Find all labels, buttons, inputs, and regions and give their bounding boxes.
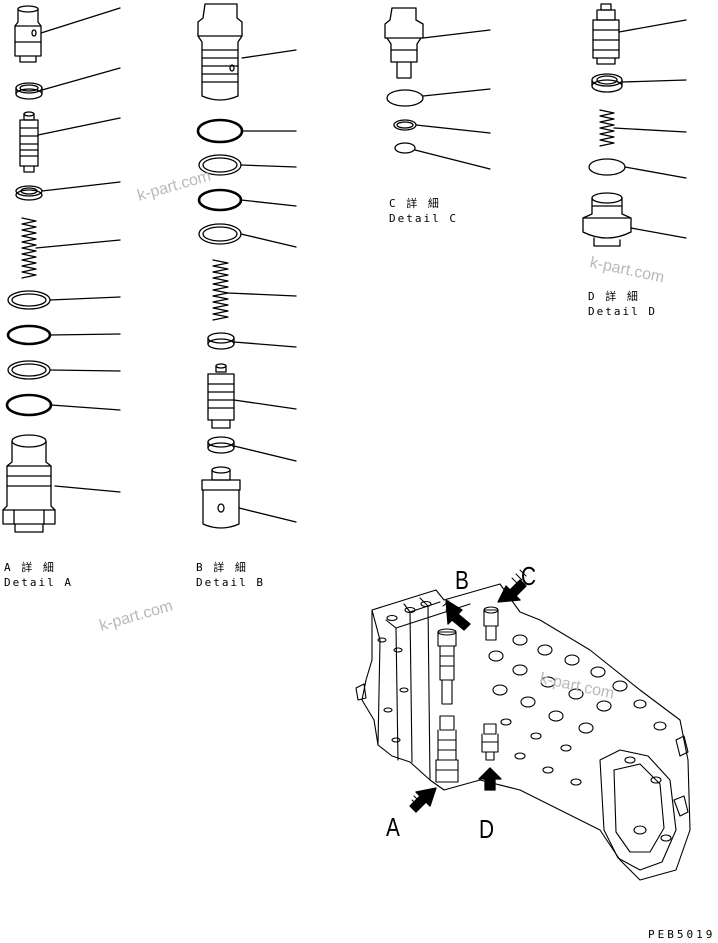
arrow-a (409, 787, 437, 813)
view-letter-d: D (479, 814, 495, 844)
detail-d-label-jp: D 詳 細 (588, 290, 640, 303)
arrow-b (442, 599, 471, 631)
detail-c-rings (386, 88, 491, 170)
detail-a-rings (5, 290, 121, 417)
detail-a-ring-1 (15, 181, 121, 201)
view-letter-a: A (386, 812, 400, 842)
detail-b-label-jp: B 詳 細 (196, 561, 248, 574)
detail-b-label-en: Detail B (196, 576, 265, 589)
view-letter-b: B (455, 565, 469, 595)
detail-d-parts (582, 3, 687, 247)
detail-b-ring (207, 436, 297, 462)
detail-b-parts (196, 3, 297, 529)
detail-c-label-en: Detail C (389, 212, 458, 225)
detail-b-spool (207, 363, 297, 429)
detail-a-label-en: Detail A (4, 576, 73, 589)
arrow-d (478, 767, 502, 791)
assembly-valve-b (437, 628, 457, 705)
detail-d-body (582, 192, 687, 247)
valve-assembly (355, 583, 691, 881)
detail-d-spring (599, 109, 687, 147)
drawing-code: PEB5019 (648, 928, 716, 941)
view-letter-c: C (521, 561, 537, 591)
detail-c-parts (384, 7, 491, 170)
detail-a-spool (19, 111, 121, 173)
detail-b-plug (197, 3, 297, 101)
assembly-valve-d (481, 723, 499, 761)
detail-d-oring (588, 158, 687, 179)
detail-a-parts (2, 5, 121, 533)
detail-a-label-jp: A 詳 細 (4, 561, 56, 574)
detail-d-ring (591, 73, 687, 93)
detail-b-body (201, 466, 297, 529)
detail-d-label-en: Detail D (588, 305, 657, 318)
detail-c-label-jp: C 詳 細 (389, 197, 441, 210)
assembly-valve-c (483, 606, 499, 641)
detail-a-valve-body (2, 434, 121, 533)
arrow-c (497, 569, 527, 603)
detail-b-seat (207, 332, 297, 350)
detail-c-plug (384, 7, 491, 79)
detail-b-rings (196, 118, 297, 248)
detail-a-seat-ring (15, 67, 121, 100)
assembly-ports (377, 600, 672, 842)
detail-a-plug (14, 5, 121, 63)
detail-d-spool (592, 3, 687, 65)
detail-a-spring (21, 217, 121, 279)
detail-b-spring (212, 259, 297, 321)
assembly-valve-a (435, 715, 459, 783)
